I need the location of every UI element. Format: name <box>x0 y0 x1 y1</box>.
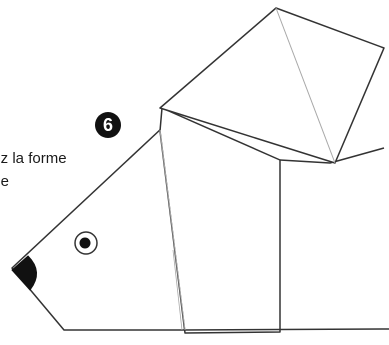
eye-icon <box>75 232 97 254</box>
bottom-edge <box>182 329 389 330</box>
step-number-badge: 6 <box>95 112 121 138</box>
instruction-text: nez la forme age <box>0 147 124 193</box>
instruction-line-2: age <box>0 170 124 193</box>
nose-icon <box>12 256 37 290</box>
body-panel-left <box>160 108 280 333</box>
instruction-line-1: nez la forme <box>0 147 124 170</box>
step-number: 6 <box>103 115 113 135</box>
